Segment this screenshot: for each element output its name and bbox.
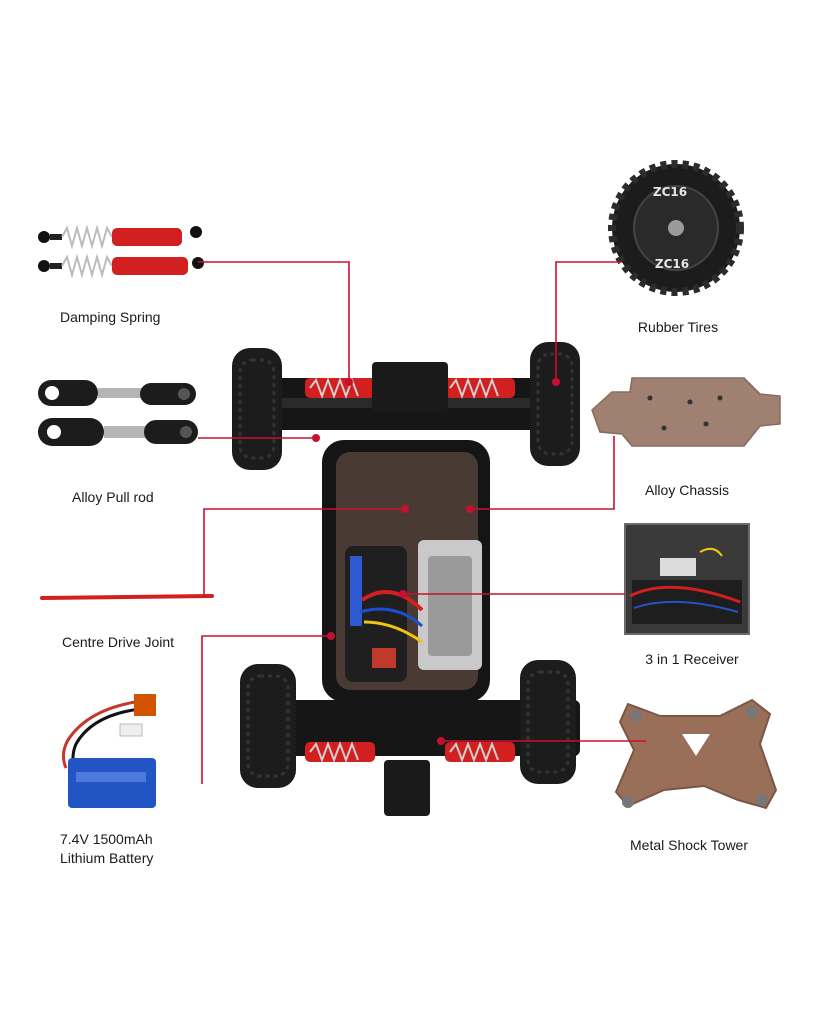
callout-dots bbox=[312, 378, 560, 745]
callout-damping-spring bbox=[198, 261, 350, 382]
callout-alloy-chassis bbox=[470, 436, 615, 510]
front-left-wheel bbox=[232, 348, 282, 470]
centre-drive-joint-image bbox=[40, 594, 214, 600]
metal-shock-tower-image bbox=[614, 698, 778, 810]
callout-rubber-tires bbox=[555, 261, 621, 382]
callout-lines bbox=[198, 261, 646, 784]
front-right-wheel bbox=[530, 342, 580, 466]
tire-brand-bottom: ZC16 bbox=[655, 257, 689, 271]
label-metal-shock-tower: Metal Shock Tower bbox=[629, 837, 749, 853]
rc-car bbox=[232, 342, 580, 816]
damping-spring-image bbox=[38, 224, 204, 279]
alloy-pull-rod-image bbox=[38, 380, 198, 446]
rear-right-wheel bbox=[520, 660, 576, 784]
label-alloy-chassis: Alloy Chassis bbox=[644, 482, 730, 498]
alloy-chassis-image bbox=[591, 377, 781, 447]
tire-brand-top: ZC16 bbox=[653, 185, 687, 199]
label-damping-spring: Damping Spring bbox=[60, 309, 161, 325]
callout-centre-drive-joint bbox=[203, 508, 405, 597]
rear-left-wheel bbox=[240, 664, 296, 788]
receiver-image bbox=[624, 523, 750, 635]
rubber-tire-image: ZC16 ZC16 bbox=[608, 160, 744, 296]
label-battery-line2: Lithium Battery bbox=[60, 850, 154, 866]
label-battery-line1: 7.4V 1500mAh bbox=[60, 831, 153, 847]
label-centre-drive-joint: Centre Drive Joint bbox=[62, 634, 175, 650]
label-receiver: 3 in 1 Receiver bbox=[645, 651, 739, 667]
callout-battery bbox=[201, 635, 331, 784]
label-rubber-tires: Rubber Tires bbox=[637, 319, 719, 335]
battery-image bbox=[61, 694, 156, 808]
front-shocks bbox=[305, 377, 515, 399]
label-alloy-pull-rod: Alloy Pull rod bbox=[72, 489, 154, 505]
rear-shocks bbox=[305, 741, 515, 763]
